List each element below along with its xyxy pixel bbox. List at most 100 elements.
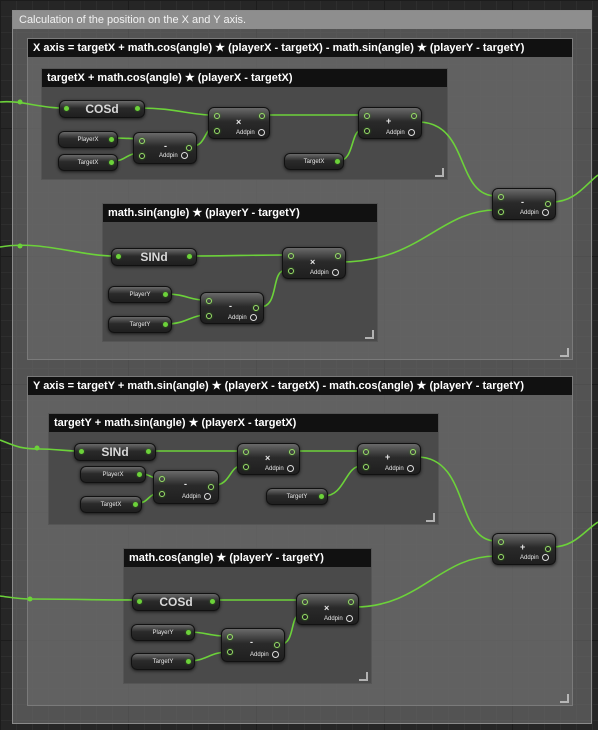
pin-icon[interactable] bbox=[253, 305, 259, 311]
pin-icon[interactable] bbox=[163, 322, 168, 327]
pin-icon[interactable] bbox=[187, 254, 192, 259]
add-pin-button[interactable]: Addpin bbox=[182, 493, 211, 500]
pin-icon[interactable] bbox=[335, 253, 341, 259]
pin-icon[interactable] bbox=[133, 502, 138, 507]
pin-icon[interactable] bbox=[137, 599, 142, 604]
targety-node[interactable]: TargetY bbox=[108, 316, 172, 333]
add-node[interactable]: + Addpin bbox=[358, 107, 422, 139]
subtract-node[interactable]: - Addpin bbox=[492, 188, 556, 220]
pin-icon[interactable] bbox=[109, 160, 114, 165]
add-pin-button[interactable]: Addpin bbox=[385, 465, 414, 472]
playery-node[interactable]: PlayerY bbox=[108, 286, 172, 303]
add-pin-button[interactable]: Addpin bbox=[520, 554, 549, 561]
pin-icon[interactable] bbox=[79, 449, 84, 454]
pin-icon[interactable] bbox=[319, 494, 324, 499]
pin-icon[interactable] bbox=[146, 449, 151, 454]
add-pin-button[interactable]: Addpin bbox=[228, 314, 257, 321]
targety-node[interactable]: TargetY bbox=[131, 653, 195, 670]
pin-icon[interactable] bbox=[214, 113, 220, 119]
pin-icon[interactable] bbox=[116, 254, 121, 259]
resize-handle[interactable] bbox=[426, 513, 435, 522]
multiply-node[interactable]: × Addpin bbox=[208, 107, 270, 139]
pin-icon[interactable] bbox=[137, 472, 142, 477]
playerx-node[interactable]: PlayerX bbox=[80, 466, 146, 483]
pin-icon[interactable] bbox=[259, 113, 265, 119]
multiply-node[interactable]: × Addpin bbox=[296, 593, 359, 625]
subtract-node[interactable]: - Addpin bbox=[221, 628, 285, 662]
y-group2-title[interactable]: math.cos(angle) ★ (playerY - targetY) bbox=[124, 549, 371, 567]
pin-icon[interactable] bbox=[545, 201, 551, 207]
pin-icon[interactable] bbox=[135, 106, 140, 111]
pin-icon[interactable] bbox=[214, 128, 220, 134]
y-group1-title[interactable]: targetY + math.sin(angle) ★ (playerX - t… bbox=[49, 414, 438, 432]
outer-comment-title[interactable]: Calculation of the position on the X and… bbox=[13, 11, 591, 29]
subtract-node[interactable]: - Addpin bbox=[200, 292, 264, 324]
cos-node[interactable]: COSd bbox=[59, 100, 145, 118]
subtract-node[interactable]: - Addpin bbox=[133, 132, 197, 164]
playerx-node[interactable]: PlayerX bbox=[58, 131, 118, 148]
add-node[interactable]: + Addpin bbox=[357, 443, 421, 475]
pin-icon[interactable] bbox=[364, 113, 370, 119]
pin-icon[interactable] bbox=[335, 159, 340, 164]
pin-icon[interactable] bbox=[109, 137, 114, 142]
resize-handle[interactable] bbox=[560, 348, 569, 357]
pin-icon[interactable] bbox=[288, 253, 294, 259]
pin-icon[interactable] bbox=[208, 484, 214, 490]
pin-icon[interactable] bbox=[139, 153, 145, 159]
cos-node[interactable]: COSd bbox=[132, 593, 220, 611]
pin-icon[interactable] bbox=[210, 599, 215, 604]
add-pin-button[interactable]: Addpin bbox=[386, 129, 415, 136]
pin-icon[interactable] bbox=[159, 491, 165, 497]
pin-icon[interactable] bbox=[302, 599, 308, 605]
add-pin-button[interactable]: Addpin bbox=[520, 209, 549, 216]
resize-handle[interactable] bbox=[560, 694, 569, 703]
add-pin-button[interactable]: Addpin bbox=[310, 269, 339, 276]
pin-icon[interactable] bbox=[410, 449, 416, 455]
pin-icon[interactable] bbox=[498, 194, 504, 200]
add-pin-button[interactable]: Addpin bbox=[250, 651, 279, 658]
pin-icon[interactable] bbox=[364, 128, 370, 134]
pin-icon[interactable] bbox=[289, 449, 295, 455]
pin-icon[interactable] bbox=[243, 449, 249, 455]
pin-icon[interactable] bbox=[363, 464, 369, 470]
sin-node[interactable]: SINd bbox=[74, 443, 156, 461]
pin-icon[interactable] bbox=[227, 649, 233, 655]
subtract-node[interactable]: - Addpin bbox=[153, 470, 219, 504]
pin-icon[interactable] bbox=[498, 539, 504, 545]
pin-icon[interactable] bbox=[545, 546, 551, 552]
pin-icon[interactable] bbox=[302, 614, 308, 620]
pin-icon[interactable] bbox=[274, 642, 280, 648]
pin-icon[interactable] bbox=[163, 292, 168, 297]
pin-icon[interactable] bbox=[159, 476, 165, 482]
pin-icon[interactable] bbox=[363, 449, 369, 455]
x-group1-title[interactable]: targetX + math.cos(angle) ★ (playerX - t… bbox=[42, 69, 447, 87]
multiply-node[interactable]: × Addpin bbox=[237, 443, 300, 475]
pin-icon[interactable] bbox=[348, 599, 354, 605]
pin-icon[interactable] bbox=[498, 554, 504, 560]
add-pin-button[interactable]: Addpin bbox=[265, 465, 294, 472]
x-group2-title[interactable]: math.sin(angle) ★ (playerY - targetY) bbox=[103, 204, 377, 222]
pin-icon[interactable] bbox=[139, 138, 145, 144]
pin-icon[interactable] bbox=[498, 209, 504, 215]
pin-icon[interactable] bbox=[186, 630, 191, 635]
targetx-node[interactable]: TargetX bbox=[80, 496, 142, 513]
pin-icon[interactable] bbox=[227, 634, 233, 640]
targetx-node[interactable]: TargetX bbox=[284, 153, 344, 170]
multiply-node[interactable]: × Addpin bbox=[282, 247, 346, 279]
pin-icon[interactable] bbox=[243, 464, 249, 470]
pin-icon[interactable] bbox=[206, 313, 212, 319]
sin-node[interactable]: SINd bbox=[111, 248, 197, 266]
pin-icon[interactable] bbox=[288, 268, 294, 274]
add-pin-button[interactable]: Addpin bbox=[159, 152, 188, 159]
targetx-node[interactable]: TargetX bbox=[58, 154, 118, 171]
targety-node[interactable]: TargetY bbox=[266, 488, 328, 505]
pin-icon[interactable] bbox=[186, 659, 191, 664]
resize-handle[interactable] bbox=[435, 168, 444, 177]
pin-icon[interactable] bbox=[64, 106, 69, 111]
pin-icon[interactable] bbox=[186, 145, 192, 151]
y-axis-title[interactable]: Y axis = targetY + math.sin(angle) ★ (pl… bbox=[28, 377, 572, 395]
pin-icon[interactable] bbox=[206, 298, 212, 304]
x-axis-title[interactable]: X axis = targetX + math.cos(angle) ★ (pl… bbox=[28, 39, 572, 57]
add-pin-button[interactable]: Addpin bbox=[236, 129, 265, 136]
pin-icon[interactable] bbox=[411, 113, 417, 119]
